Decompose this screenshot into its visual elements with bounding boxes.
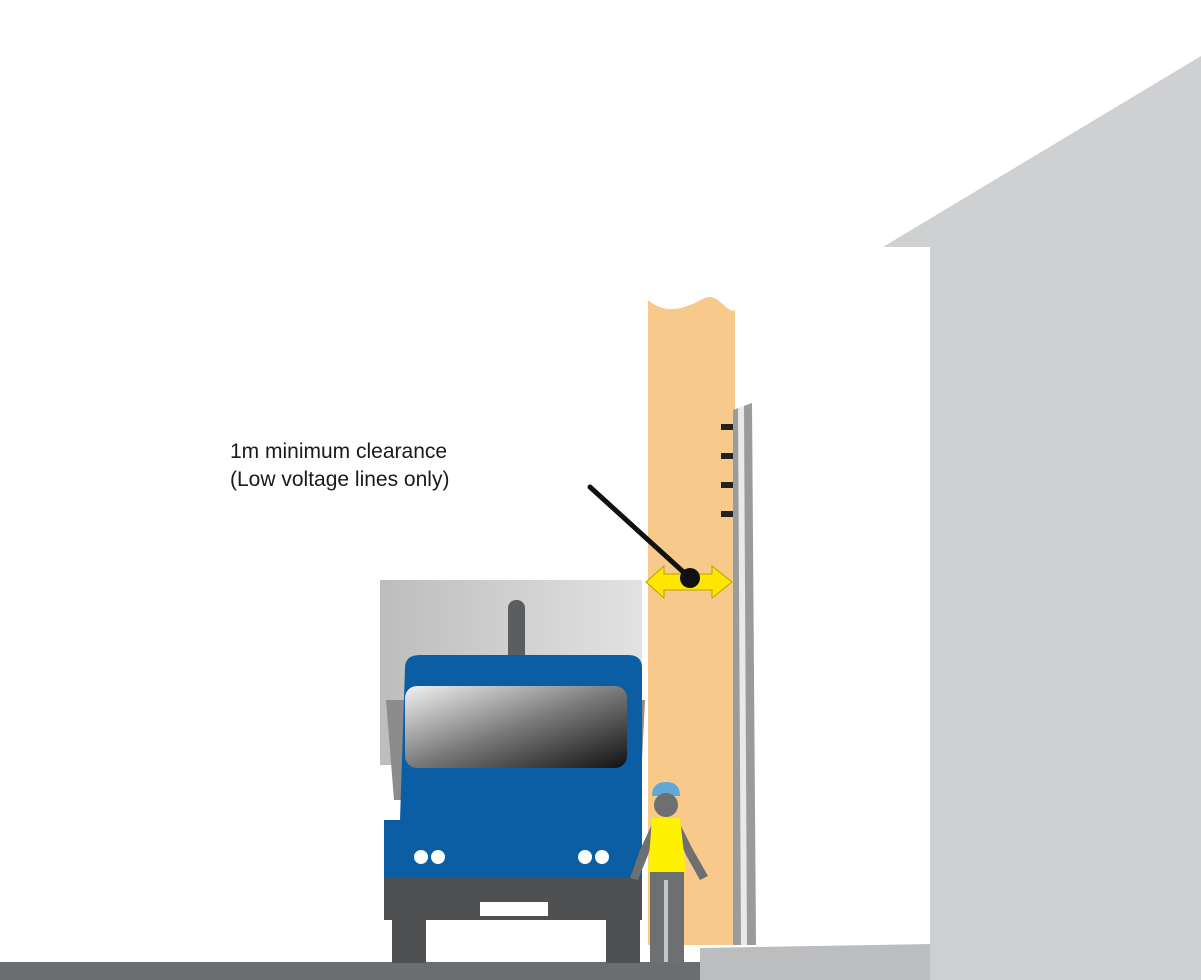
wheel [606, 918, 640, 963]
house [883, 56, 1201, 980]
pole-bracket [721, 511, 733, 517]
road [0, 944, 930, 980]
exhaust-stack [508, 600, 525, 662]
conduit [733, 403, 756, 945]
headlight [578, 850, 592, 864]
pole-bracket [721, 482, 733, 488]
headlight [595, 850, 609, 864]
clearance-annotation-line1: 1m minimum clearance [230, 438, 449, 466]
pole-bracket [721, 424, 733, 430]
wheel [392, 918, 426, 963]
pole-bracket [721, 453, 733, 459]
license-plate [480, 902, 548, 916]
headlight [431, 850, 445, 864]
worker-head [654, 793, 678, 817]
truck [380, 580, 645, 963]
safety-vest [648, 818, 686, 872]
clearance-annotation-line2: (Low voltage lines only) [230, 466, 449, 494]
leader-dot [680, 568, 700, 588]
clearance-annotation: 1m minimum clearance (Low voltage lines … [230, 438, 449, 494]
windshield [405, 686, 627, 768]
headlight [414, 850, 428, 864]
